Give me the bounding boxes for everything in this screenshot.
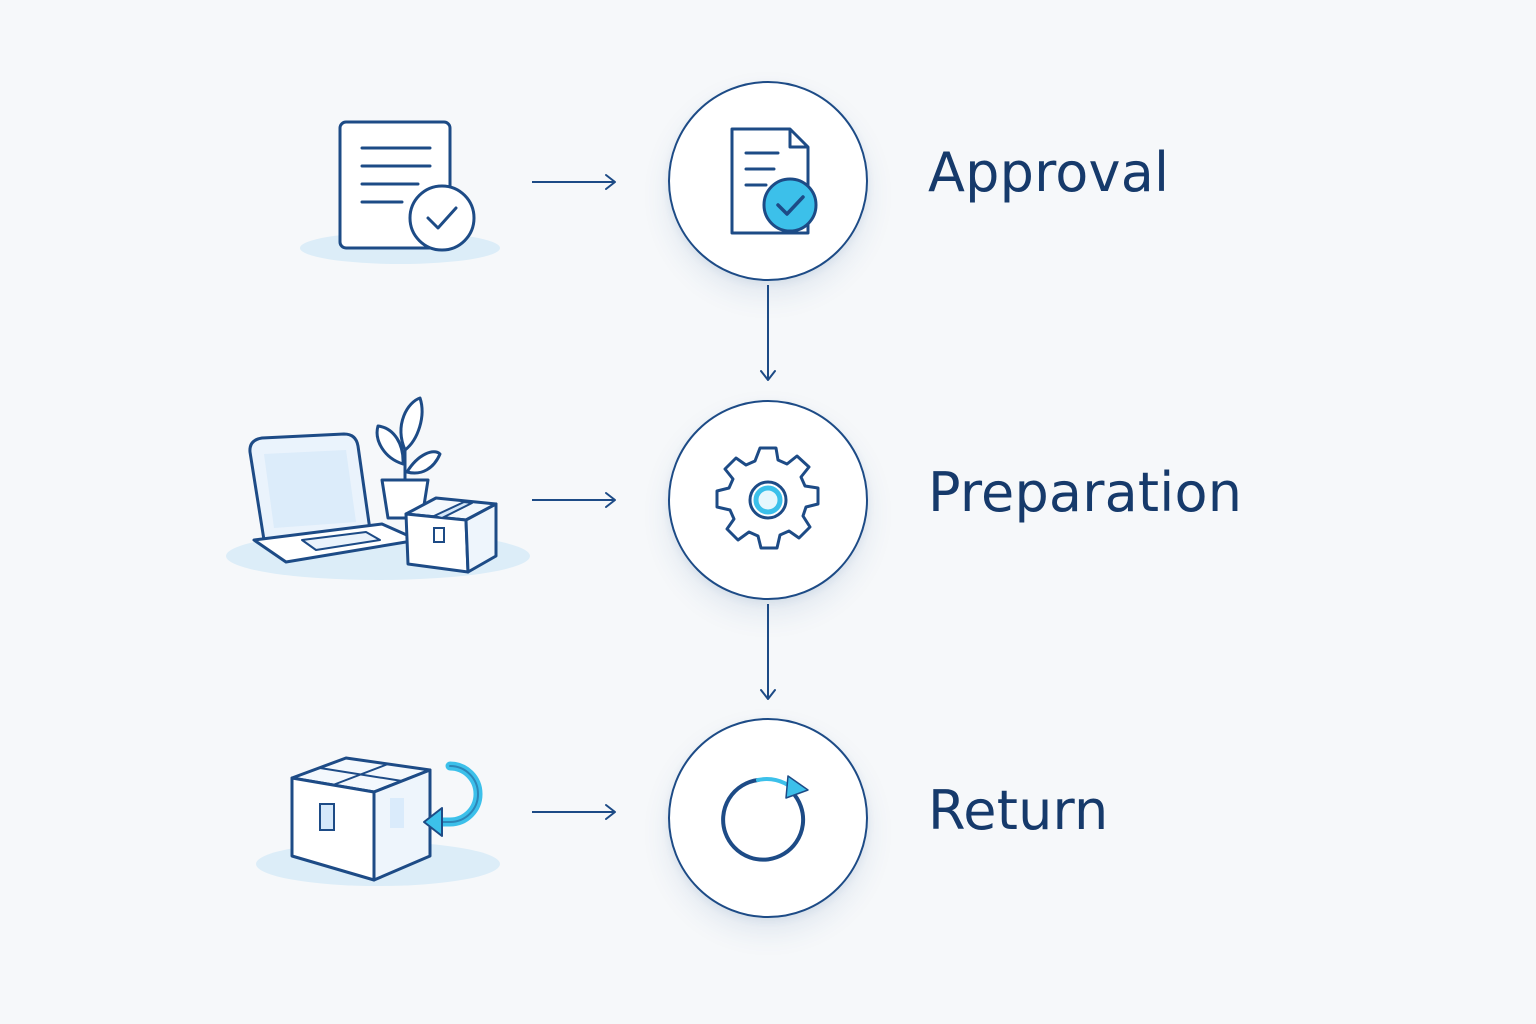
- laptop-plant-box-illustration: [226, 396, 530, 580]
- document-check-illustration: [300, 120, 500, 264]
- approval-step-node: [668, 81, 868, 281]
- return-step-node: [668, 718, 868, 918]
- box-return-illustration: [256, 756, 500, 886]
- arrow-down-icon: [760, 285, 776, 381]
- arrow-right-icon: [532, 492, 616, 508]
- step-label-return: Return: [928, 779, 1109, 842]
- step-label-preparation: Preparation: [928, 461, 1243, 524]
- arrow-down-icon: [760, 604, 776, 700]
- refresh-cycle-icon: [721, 775, 809, 862]
- gear-icon: [715, 446, 820, 550]
- preparation-step-node: [668, 400, 868, 600]
- arrow-right-icon: [532, 804, 616, 820]
- step-label-approval: Approval: [928, 141, 1170, 204]
- arrow-right-icon: [532, 174, 616, 190]
- document-check-icon: [730, 127, 818, 235]
